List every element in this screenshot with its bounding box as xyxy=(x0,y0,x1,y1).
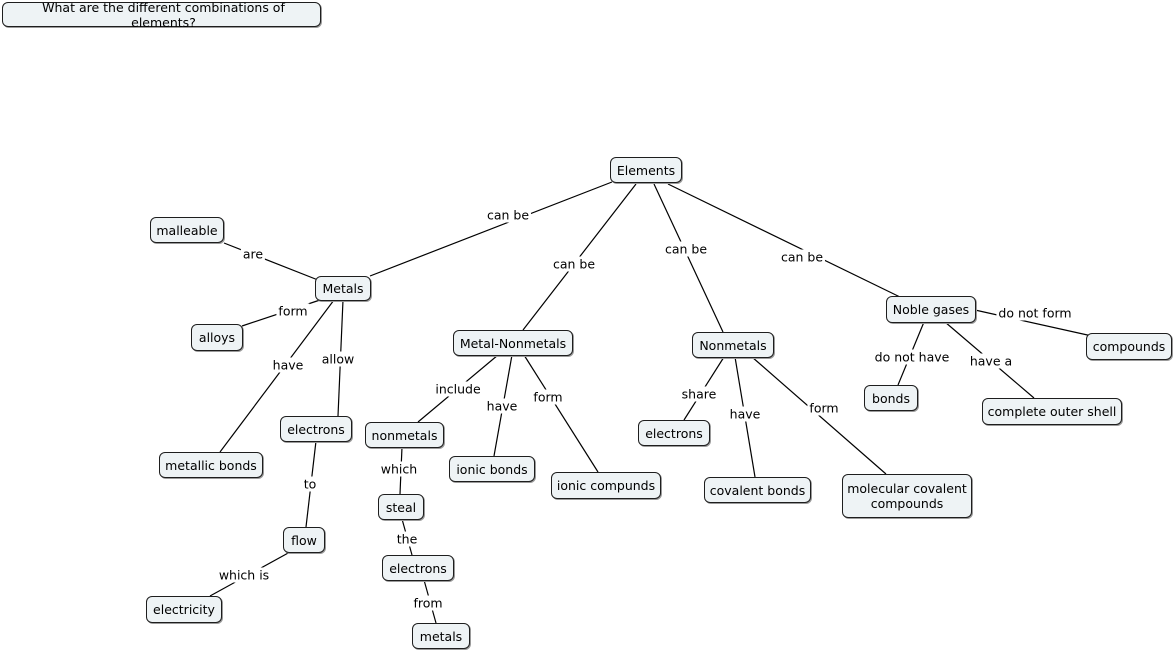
node-complete-outer-shell[interactable]: complete outer shell xyxy=(982,398,1122,425)
node-metal-nonmetals[interactable]: Metal-Nonmetals xyxy=(453,330,573,356)
link-label-nm-electrons: share xyxy=(679,386,719,402)
node-flow[interactable]: flow xyxy=(283,527,325,553)
link-label-elements-noble-gases: can be xyxy=(778,249,826,265)
node-electrons-metals[interactable]: electrons xyxy=(280,416,352,442)
link-label-steal-electrons: the xyxy=(394,531,420,547)
edge-elements-noble-gases xyxy=(667,183,901,298)
node-electricity[interactable]: electricity xyxy=(146,596,222,623)
link-label-flow-electricity: which is xyxy=(216,567,272,583)
link-label-metals-alloys: form xyxy=(276,303,310,319)
link-label-metals-metallic-bonds: have xyxy=(270,357,306,373)
link-label-elements-metal-nonmetals: can be xyxy=(550,256,598,272)
edge-noble-compounds xyxy=(974,309,1093,337)
node-malleable[interactable]: malleable xyxy=(150,217,224,243)
node-compounds[interactable]: compounds xyxy=(1086,333,1172,360)
node-metallic-bonds[interactable]: metallic bonds xyxy=(159,452,263,478)
link-label-mn-ionic-bonds: have xyxy=(484,398,520,414)
link-label-elements-nonmetals: can be xyxy=(662,241,710,257)
link-label-mn-nonmetals: include xyxy=(433,381,483,397)
node-electrons-share[interactable]: electrons xyxy=(638,420,710,446)
link-label-noble-compounds: do not form xyxy=(996,305,1074,321)
link-label-elements-metals: can be xyxy=(484,207,532,223)
node-ionic-compunds[interactable]: ionic compunds xyxy=(551,472,661,499)
node-steal[interactable]: steal xyxy=(378,494,424,520)
link-label-metals-malleable: are xyxy=(240,246,266,262)
link-label-electrons-metals: from xyxy=(411,595,445,611)
link-label-nonmetals-steal: which xyxy=(378,461,420,477)
edge-elements-metals xyxy=(369,181,613,277)
link-label-nm-covalent-bonds: have xyxy=(727,406,763,422)
node-alloys[interactable]: alloys xyxy=(191,324,243,351)
link-label-noble-shell: have a xyxy=(967,353,1015,369)
title-box: What are the different combinations of e… xyxy=(2,0,321,30)
link-label-mn-ionic-compunds: form xyxy=(531,389,565,405)
node-bonds[interactable]: bonds xyxy=(864,385,918,411)
edge-mn-ionic-compunds xyxy=(523,354,599,473)
node-covalent-bonds[interactable]: covalent bonds xyxy=(704,477,811,503)
node-ionic-bonds[interactable]: ionic bonds xyxy=(449,456,535,482)
node-molecular-covalent[interactable]: molecular covalent compounds xyxy=(842,474,972,518)
node-noble-gases[interactable]: Noble gases xyxy=(886,296,976,323)
node-nonmetals-lower[interactable]: nonmetals xyxy=(365,422,444,448)
node-metals[interactable]: Metals xyxy=(315,276,371,301)
node-metals-lower[interactable]: metals xyxy=(412,623,470,649)
link-label-electrons-flow: to xyxy=(301,476,319,492)
node-nonmetals[interactable]: Nonmetals xyxy=(692,332,774,358)
node-elements[interactable]: Elements xyxy=(610,157,682,183)
link-label-metals-electrons: allow xyxy=(319,351,357,367)
link-label-noble-bonds: do not have xyxy=(872,349,952,365)
edge-metals-malleable xyxy=(223,242,319,281)
link-label-nm-molecular: form xyxy=(807,400,841,416)
node-electrons-steal[interactable]: electrons xyxy=(382,555,454,581)
edge-metals-metallic-bonds xyxy=(219,299,335,453)
edge-nm-molecular xyxy=(751,356,887,475)
edge-elements-nonmetals xyxy=(653,183,724,333)
